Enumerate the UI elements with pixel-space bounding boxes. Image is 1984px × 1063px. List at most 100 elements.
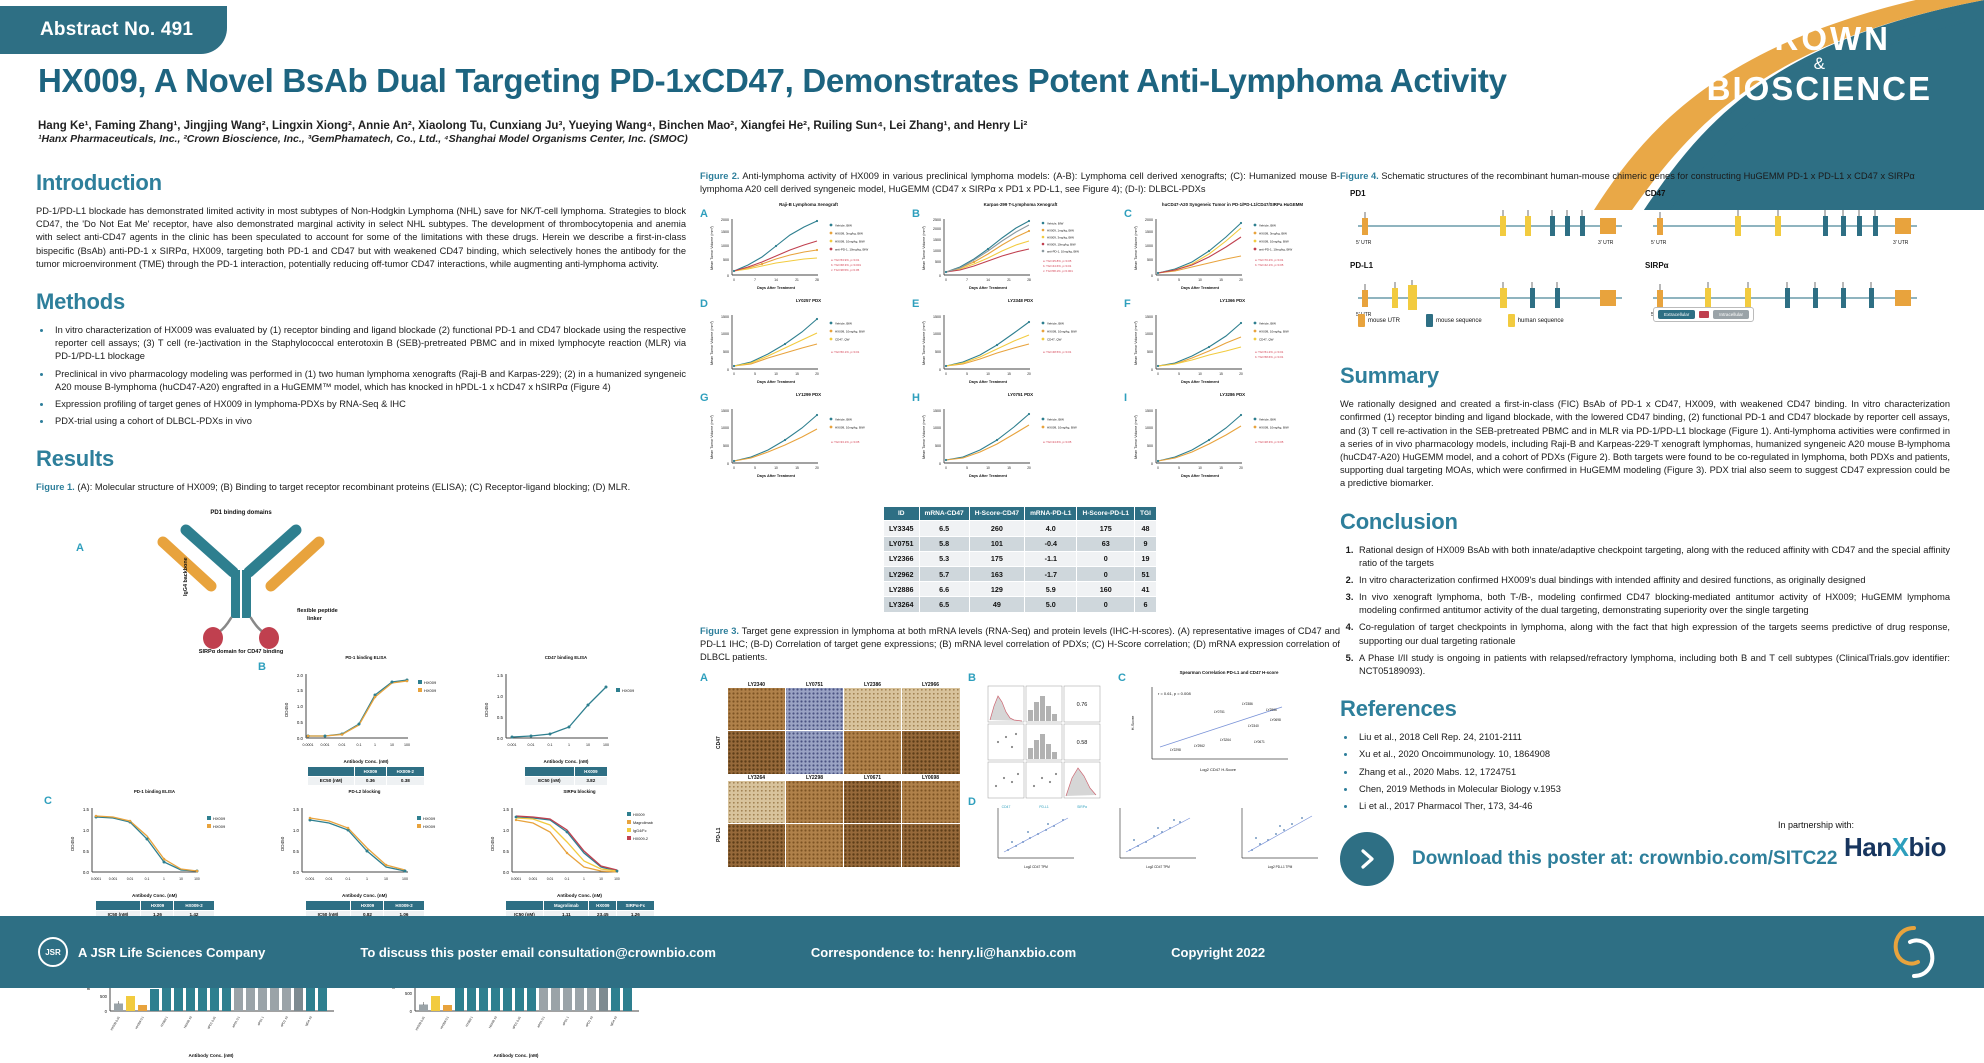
chart-xlabel: Antibody Conc. (nM) xyxy=(132,893,177,899)
pdx-expression-table: ID mRNA-CD47 H-Score-CD47 mRNA-PD-L1 H-S… xyxy=(883,506,1157,613)
svg-text:Mean Tumor Volume (mm³): Mean Tumor Volume (mm³) xyxy=(922,227,926,271)
svg-text:aPD1 10: aPD1 10 xyxy=(280,1016,289,1028)
conclusion-list: Rational design of HX009 BsAb with both … xyxy=(1356,544,1950,679)
jsr-logo-icon: JSR xyxy=(38,937,68,967)
chevron-right-icon[interactable] xyxy=(1340,832,1394,886)
svg-text:HX009, 10mg/kg, BIW: HX009, 10mg/kg, BIW xyxy=(835,426,865,430)
figure-1-label: Figure 1. xyxy=(36,482,75,493)
svg-text:0: 0 xyxy=(1151,462,1153,466)
svg-text:1.5: 1.5 xyxy=(83,807,90,812)
ihc-col-label: LY0671 xyxy=(863,775,882,782)
svg-text:0.0: 0.0 xyxy=(83,870,90,875)
affiliation-list: ¹Hanx Pharmaceuticals, Inc., ²Crown Bios… xyxy=(38,133,688,145)
chart-title: huCD47-A20 Syngeneic Tumor in PD-1/PD-L1… xyxy=(1161,202,1304,208)
list-item: In vitro characterization confirmed HX00… xyxy=(1356,574,1950,587)
methods-list: In vitro characterization of HX009 was e… xyxy=(52,324,686,428)
figure-4-label: Figure 4. xyxy=(1340,171,1379,181)
figure-1-caption: Figure 1. (A): Molecular structure of HX… xyxy=(36,481,686,494)
chart-xlabel: Antibody Conc. (nM) xyxy=(342,893,387,899)
list-item: Chen, 2019 Methods in Molecular Biology … xyxy=(1356,783,1950,796)
svg-text:Mean Tumor Volume (mm³): Mean Tumor Volume (mm³) xyxy=(1134,416,1138,460)
svg-text:0.5: 0.5 xyxy=(497,715,504,720)
svg-text:0.001: 0.001 xyxy=(109,877,118,881)
chart-title: LY1366 PDX xyxy=(1219,298,1246,304)
svg-text:Days After Treatment: Days After Treatment xyxy=(757,286,796,290)
svg-text:2500: 2500 xyxy=(933,218,941,222)
svg-text:0.5: 0.5 xyxy=(297,720,304,725)
chart-title: LY3286 PDX xyxy=(1219,392,1246,398)
svg-text:IgG4/Fc: IgG4/Fc xyxy=(633,829,647,833)
svg-text:c: TGI=38.5%, p<0.05: c: TGI=38.5%, p<0.05 xyxy=(831,268,860,272)
svg-text:1000: 1000 xyxy=(1145,332,1153,336)
page-title: HX009, A Novel BsAb Dual Targeting PD-1x… xyxy=(38,62,1507,99)
svg-text:20: 20 xyxy=(815,372,819,376)
svg-text:anti-PD-1, 10mg/kg, BIW: anti-PD-1, 10mg/kg, BIW xyxy=(835,248,868,252)
svg-text:100: 100 xyxy=(402,877,408,881)
figure-3-caption: Figure 3. Target gene expression in lymp… xyxy=(700,625,1340,665)
svg-text:c: TGI=58.1%, p<0.001: c: TGI=58.1%, p<0.001 xyxy=(1043,269,1073,273)
svg-text:5: 5 xyxy=(966,466,968,470)
ic50-table-sirpa-blocking: Magrolimab HX009 SIRPα-Fc IC50 (nM) 1.11… xyxy=(504,900,655,920)
svg-text:0.1: 0.1 xyxy=(145,877,150,881)
legend-item: mouse sequence xyxy=(1426,314,1482,328)
svg-text:0.0001: 0.0001 xyxy=(303,743,314,747)
svg-text:b: TGI=58.6%, p<0.01: b: TGI=58.6%, p<0.01 xyxy=(1255,355,1284,359)
pdx-table-wrapper: ID mRNA-CD47 H-Score-CD47 mRNA-PD-L1 H-S… xyxy=(700,506,1340,613)
svg-text:HX009 0.01: HX009 0.01 xyxy=(109,1016,121,1032)
header-swoosh-graphic: CROWN & BIOSCIENCE xyxy=(1344,0,1984,210)
chart-title: Raji-B Lymphoma Xenograft xyxy=(779,202,838,208)
svg-text:20: 20 xyxy=(1239,372,1243,376)
svg-text:OD450: OD450 xyxy=(490,837,495,852)
svg-text:0.0001: 0.0001 xyxy=(91,877,101,881)
ihc-col-label: LY0751 xyxy=(805,682,824,689)
svg-text:1000: 1000 xyxy=(721,332,729,336)
chart-fig3-C: C Spearman Correlation PD-L1 and CD47 H-… xyxy=(1118,670,1328,779)
svg-text:100: 100 xyxy=(194,877,200,881)
svg-text:2000: 2000 xyxy=(721,218,729,222)
svg-text:OD450: OD450 xyxy=(70,837,75,852)
chart-xlabel: Antibody Conc. (nM) xyxy=(543,759,589,765)
figure-4-legend: mouse UTR mouse sequence human sequence xyxy=(1358,314,1564,328)
chart-ylabel: H-Score xyxy=(1130,715,1135,730)
footer-email[interactable]: To discuss this poster email consultatio… xyxy=(360,944,716,960)
col-hscore-pdl1: H-Score-PD-L1 xyxy=(1076,506,1135,522)
svg-text:Mean Tumor Volume (mm³): Mean Tumor Volume (mm³) xyxy=(710,322,714,366)
svg-text:10: 10 xyxy=(986,372,990,376)
svg-text:0: 0 xyxy=(410,1009,413,1014)
svg-text:LY0751: LY0751 xyxy=(1214,710,1225,714)
svg-text:10: 10 xyxy=(774,466,778,470)
ic50-table-cd47-elisa: HX009 EC50 (nM) 3.82 xyxy=(524,766,609,786)
chart-title: LY2348 PDX xyxy=(1007,298,1034,304)
svg-text:1500: 1500 xyxy=(1145,315,1153,319)
svg-text:Mean Tumor Volume (mm³): Mean Tumor Volume (mm³) xyxy=(922,416,926,460)
gene-label-pdl1: PD-L1 xyxy=(1350,261,1374,271)
svg-text:HX009, 3mg/kg, BIW: HX009, 3mg/kg, BIW xyxy=(835,232,863,236)
svg-text:1: 1 xyxy=(366,877,368,881)
svg-text:anti-PD-1, 10mg/kg, BIW: anti-PD-1, 10mg/kg, BIW xyxy=(1259,248,1292,252)
svg-text:CD47, QW: CD47, QW xyxy=(835,338,850,342)
svg-text:HX009 0.1: HX009 0.1 xyxy=(134,1016,145,1031)
svg-text:HX009: HX009 xyxy=(213,824,226,829)
svg-text:100: 100 xyxy=(614,877,620,881)
footer-correspondence[interactable]: Correspondence to: henry.li@hanxbio.com xyxy=(810,944,1077,960)
hanxbio-logo: HanXbio xyxy=(1844,832,1946,862)
ihc-col-label: LY2298 xyxy=(805,775,824,782)
svg-text:10: 10 xyxy=(774,372,778,376)
chart-title: PD-1 binding ELISA xyxy=(133,789,176,795)
svg-text:0: 0 xyxy=(939,368,941,372)
inset-tm-block xyxy=(1699,311,1710,319)
download-poster-cta[interactable]: Download this poster at: crownbio.com/SI… xyxy=(1340,832,1837,886)
svg-text:100: 100 xyxy=(603,743,609,747)
download-link-text[interactable]: Download this poster at: crownbio.com/SI… xyxy=(1412,848,1838,869)
svg-text:21: 21 xyxy=(795,278,799,282)
inset-extracellular: Extracellular xyxy=(1658,310,1696,320)
svg-text:10: 10 xyxy=(1198,372,1202,376)
ihc-montage: CD47 PD-L1 LY2340 LY0751 LY2386 LY2966 xyxy=(716,682,962,868)
svg-text:10: 10 xyxy=(986,466,990,470)
svg-text:HX009, 10mg/kg, BIW: HX009, 10mg/kg, BIW xyxy=(1259,240,1289,244)
svg-text:0: 0 xyxy=(733,278,735,282)
svg-text:500: 500 xyxy=(723,444,729,448)
svg-text:HX009, 10mg/kg, BIW: HX009, 10mg/kg, BIW xyxy=(1259,330,1289,334)
svg-text:HX009, 10mg/kg, BIW: HX009, 10mg/kg, BIW xyxy=(1259,426,1289,430)
